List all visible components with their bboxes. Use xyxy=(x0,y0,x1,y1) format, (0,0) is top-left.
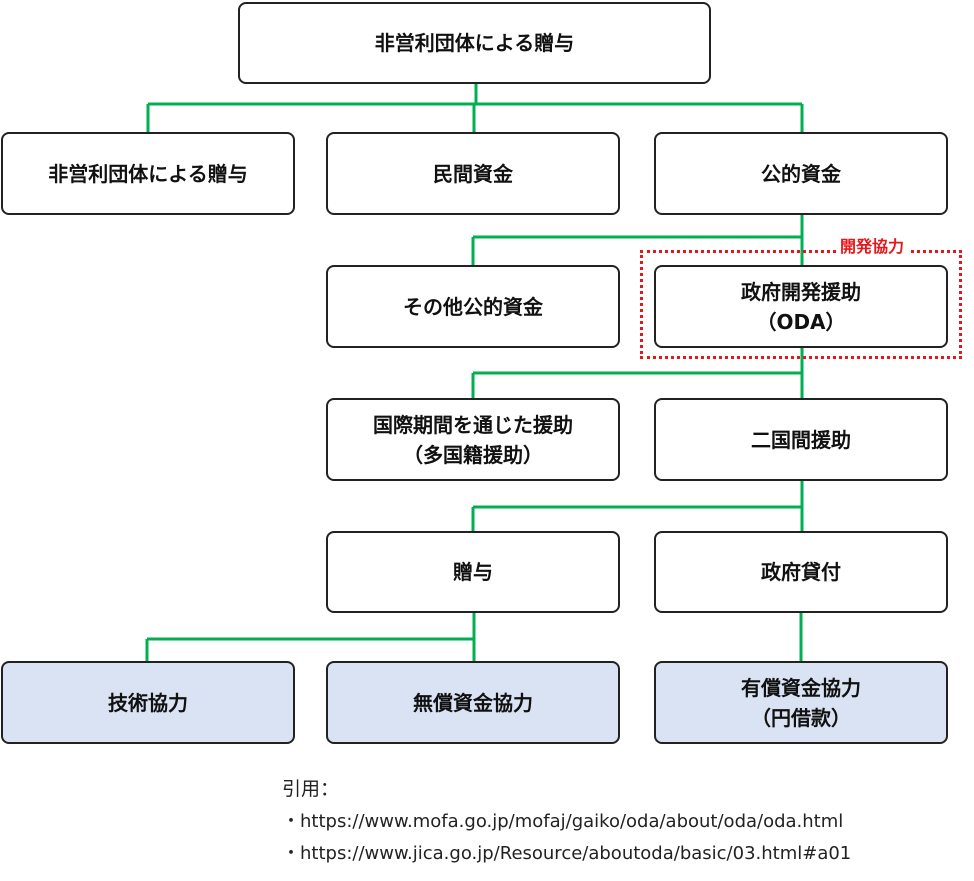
node-government-loans-label: 政府貸付 xyxy=(761,560,841,584)
node-grant-aid-label: 無償資金協力 xyxy=(413,690,533,715)
node-technical-cooperation: 技術協力 xyxy=(1,661,295,744)
node-other-public-funds-label: その他公的資金 xyxy=(403,294,543,319)
node-oda-label-line1: 政府開発援助 xyxy=(741,279,861,304)
citation-link-jica[interactable]: ・https://www.jica.go.jp/Resource/aboutod… xyxy=(282,843,852,864)
node-other-public-funds: その他公的資金 xyxy=(326,265,620,348)
node-grants: 贈与 xyxy=(326,531,620,613)
connector-bilateral xyxy=(471,480,804,531)
node-nonprofit-grants: 非営利団体による贈与 xyxy=(1,132,295,215)
node-private-funds: 民間資金 xyxy=(326,132,620,215)
connector-root xyxy=(146,82,804,132)
citation-link-mofa[interactable]: ・https://www.mofa.go.jp/mofaj/gaiko/oda/… xyxy=(282,811,844,832)
node-loan-aid: 有償資金協力 （円借款） xyxy=(654,661,948,744)
node-bilateral-aid-label: 二国間援助 xyxy=(751,427,851,452)
node-multilateral-aid-line1: 国際期間を通じた援助 xyxy=(373,412,573,437)
node-oda: 政府開発援助 （ODA） xyxy=(654,265,948,348)
node-loan-aid-line2: （円借款） xyxy=(751,705,851,730)
node-oda-label-line2: （ODA） xyxy=(756,309,846,334)
development-cooperation-frame xyxy=(640,250,962,359)
node-bilateral-aid: 二国間援助 xyxy=(654,398,948,481)
node-grant-aid: 無償資金協力 xyxy=(326,661,620,744)
node-multilateral-aid-line2: （多国籍援助） xyxy=(403,442,543,467)
node-loan-aid-line1: 有償資金協力 xyxy=(741,675,861,700)
development-cooperation-label: 開発協力 xyxy=(836,236,909,258)
connector-public-funds xyxy=(471,214,804,265)
node-public-funds: 公的資金 xyxy=(654,132,948,215)
node-public-funds-label: 公的資金 xyxy=(761,161,841,186)
node-root-label: 非営利団体による贈与 xyxy=(374,31,575,55)
connector-grants xyxy=(145,611,476,661)
node-private-funds-label: 民間資金 xyxy=(433,161,513,186)
node-root: 非営利団体による贈与 xyxy=(238,2,711,84)
citation-title: 引用： xyxy=(282,778,340,800)
node-nonprofit-grants-label: 非営利団体による贈与 xyxy=(48,161,248,186)
node-multilateral-aid: 国際期間を通じた援助 （多国籍援助） xyxy=(326,398,620,481)
connector-oda xyxy=(471,348,804,398)
node-government-loans: 政府貸付 xyxy=(654,531,948,613)
citation: 引用： ・https://www.mofa.go.jp/mofaj/gaiko/… xyxy=(282,772,851,870)
node-technical-cooperation-label: 技術協力 xyxy=(108,690,188,715)
node-grants-label: 贈与 xyxy=(453,560,493,584)
